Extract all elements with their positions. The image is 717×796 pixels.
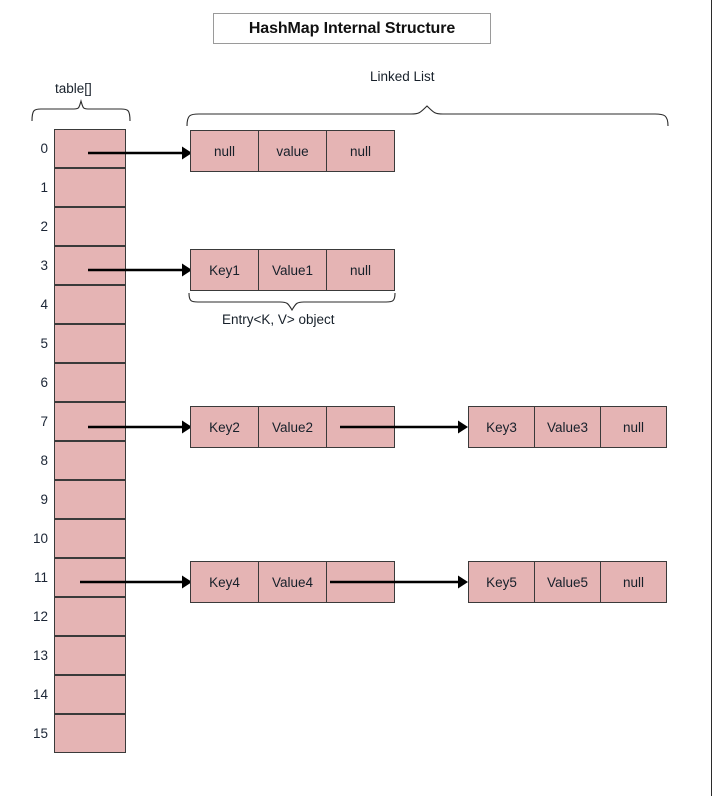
bucket-index-7: 7 bbox=[40, 414, 48, 429]
bucket-index-6: 6 bbox=[40, 375, 48, 390]
entry-key-cell: Key5 bbox=[468, 561, 535, 603]
entry-next-cell: null bbox=[600, 406, 667, 448]
entry-node-bucket11-second[interactable]: Key5 Value5 null bbox=[468, 561, 667, 603]
bucket-index-0: 0 bbox=[40, 141, 48, 156]
page-border-rule bbox=[711, 0, 712, 796]
bucket-index-9: 9 bbox=[40, 492, 48, 507]
table-bucket-10[interactable] bbox=[54, 519, 126, 558]
table-bucket-7[interactable] bbox=[54, 402, 126, 441]
entry-key-cell: Key3 bbox=[468, 406, 535, 448]
bucket-index-10: 10 bbox=[32, 531, 48, 546]
table-bucket-4[interactable] bbox=[54, 285, 126, 324]
bucket-11-arrow bbox=[80, 575, 192, 589]
bucket-0-arrow bbox=[88, 146, 192, 160]
linked-list-brace bbox=[186, 105, 669, 127]
table-bucket-14[interactable] bbox=[54, 675, 126, 714]
entry-key-cell: null bbox=[190, 130, 259, 172]
table-bucket-3[interactable] bbox=[54, 246, 126, 285]
entry-object-brace bbox=[188, 292, 396, 312]
entry-node-bucket0[interactable]: null value null bbox=[190, 130, 395, 172]
entry-key-cell: Key1 bbox=[190, 249, 259, 291]
entry-value-cell: Value5 bbox=[534, 561, 601, 603]
bucket-11-next-pointer-arrow bbox=[330, 575, 468, 589]
bucket-3-arrow bbox=[88, 263, 192, 277]
bucket-index-11: 11 bbox=[33, 570, 48, 585]
table-bucket-11[interactable] bbox=[54, 558, 126, 597]
entry-key-cell: Key2 bbox=[190, 406, 259, 448]
entry-value-cell: Value1 bbox=[258, 249, 327, 291]
entry-value-cell: Value2 bbox=[258, 406, 327, 448]
table-bucket-13[interactable] bbox=[54, 636, 126, 675]
bucket-index-8: 8 bbox=[40, 453, 48, 468]
entry-next-cell: null bbox=[600, 561, 667, 603]
table-bucket-6[interactable] bbox=[54, 363, 126, 402]
bucket-index-15: 15 bbox=[32, 726, 48, 741]
table-bucket-9[interactable] bbox=[54, 480, 126, 519]
table-array-brace bbox=[31, 98, 131, 122]
table-bucket-2[interactable] bbox=[54, 207, 126, 246]
table-bucket-15[interactable] bbox=[54, 714, 126, 753]
entry-node-bucket7-second[interactable]: Key3 Value3 null bbox=[468, 406, 667, 448]
entry-next-cell: null bbox=[326, 249, 395, 291]
entry-next-cell: null bbox=[326, 130, 395, 172]
table-bucket-0[interactable] bbox=[54, 129, 126, 168]
bucket-index-12: 12 bbox=[32, 609, 48, 624]
bucket-index-14: 14 bbox=[32, 687, 48, 702]
table-bucket-8[interactable] bbox=[54, 441, 126, 480]
hash-table-array: 0 1 2 3 4 5 6 7 8 9 10 11 12 13 14 15 bbox=[33, 129, 126, 753]
bucket-index-1: 1 bbox=[40, 180, 48, 195]
bucket-index-5: 5 bbox=[40, 336, 48, 351]
table-bucket-12[interactable] bbox=[54, 597, 126, 636]
table-bucket-1[interactable] bbox=[54, 168, 126, 207]
linked-list-label: Linked List bbox=[370, 69, 435, 84]
bucket-index-4: 4 bbox=[40, 297, 48, 312]
entry-node-bucket3[interactable]: Key1 Value1 null bbox=[190, 249, 395, 291]
entry-value-cell: Value4 bbox=[258, 561, 327, 603]
page-title: HashMap Internal Structure bbox=[248, 19, 456, 37]
diagram-title-box: HashMap Internal Structure bbox=[213, 13, 491, 44]
bucket-index-13: 13 bbox=[32, 648, 48, 663]
table-bucket-5[interactable] bbox=[54, 324, 126, 363]
entry-key-cell: Key4 bbox=[190, 561, 259, 603]
entry-value-cell: value bbox=[258, 130, 327, 172]
bucket-7-arrow bbox=[88, 420, 192, 434]
entry-object-label: Entry<K, V> object bbox=[222, 312, 335, 327]
bucket-index-3: 3 bbox=[40, 258, 48, 273]
bucket-index-2: 2 bbox=[40, 219, 48, 234]
bucket-7-next-pointer-arrow bbox=[340, 420, 468, 434]
table-array-label: table[] bbox=[55, 81, 92, 96]
entry-value-cell: Value3 bbox=[534, 406, 601, 448]
